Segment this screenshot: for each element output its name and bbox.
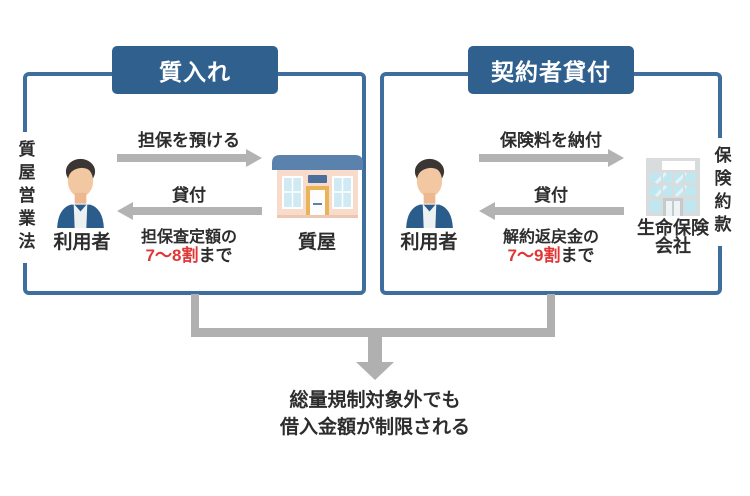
deposit-arrow: [117, 149, 262, 167]
policy-loan-panel: 利用者 生命保険 会社 保険料を納付: [380, 72, 722, 295]
conclusion-text: 総量規制対象外でも 借入金額が制限される: [0, 387, 750, 441]
limit-prefix: 解約返戻金の: [502, 229, 599, 246]
limit-suffix: まで: [560, 246, 595, 265]
arrow-shaft: [479, 154, 609, 162]
office-building-icon: [646, 158, 700, 216]
down-arrow-stem: [368, 337, 382, 363]
storefront-icon: [272, 155, 363, 218]
actor-label: 利用者: [400, 232, 458, 253]
loan-arrow: [117, 202, 262, 220]
arrow-shaft: [117, 154, 247, 162]
down-arrow-icon: [356, 362, 394, 380]
counterparty-line1: 生命保険: [637, 218, 709, 238]
deposit-arrow-label: 担保を預ける: [138, 131, 240, 150]
premium-arrow: [479, 149, 624, 167]
policy-loan-panel-title: 契約者貸付: [468, 46, 634, 94]
connector-left-stem: [191, 294, 199, 333]
limit-value: 7〜9割: [507, 246, 561, 265]
pawn-panel-title: 質入れ: [112, 46, 278, 94]
loan-arrow-label: 貸付: [534, 186, 568, 205]
conclusion-line2: 借入金額が制限される: [279, 417, 470, 438]
arrow-shaft: [494, 207, 624, 215]
arrow-head-right-icon: [246, 149, 262, 167]
pawn-panel: 利用者 質屋 担保を預ける 貸付: [23, 72, 366, 295]
arrow-head-left-icon: [117, 202, 133, 220]
arrow-head-right-icon: [608, 149, 624, 167]
limit-prefix: 担保査定額の: [140, 229, 237, 246]
connector-right-stem: [547, 294, 555, 333]
person-icon: [57, 158, 104, 228]
counterparty-label: 質屋: [297, 232, 336, 253]
limit-value: 7〜8割: [145, 246, 199, 265]
pawn-law-side-label: 質屋営業法: [15, 132, 35, 263]
counterparty-line2: 会社: [655, 236, 691, 256]
loan-arrow-label: 貸付: [172, 186, 206, 205]
limit-line: 7〜9割まで: [451, 241, 651, 266]
limit-line: 7〜8割まで: [89, 241, 289, 266]
loan-arrow: [479, 202, 624, 220]
premium-arrow-label: 保険料を納付: [500, 131, 602, 150]
arrow-head-left-icon: [479, 202, 495, 220]
person-icon: [406, 158, 453, 228]
limit-suffix: まで: [198, 246, 233, 265]
policy-terms-side-label: 保険約款: [711, 138, 731, 246]
conclusion-line1: 総量規制対象外でも: [289, 390, 461, 411]
arrow-shaft: [132, 207, 262, 215]
connector-bar: [191, 328, 555, 337]
counterparty-label: 生命保険 会社: [603, 219, 743, 255]
actor-label: 利用者: [53, 232, 111, 253]
